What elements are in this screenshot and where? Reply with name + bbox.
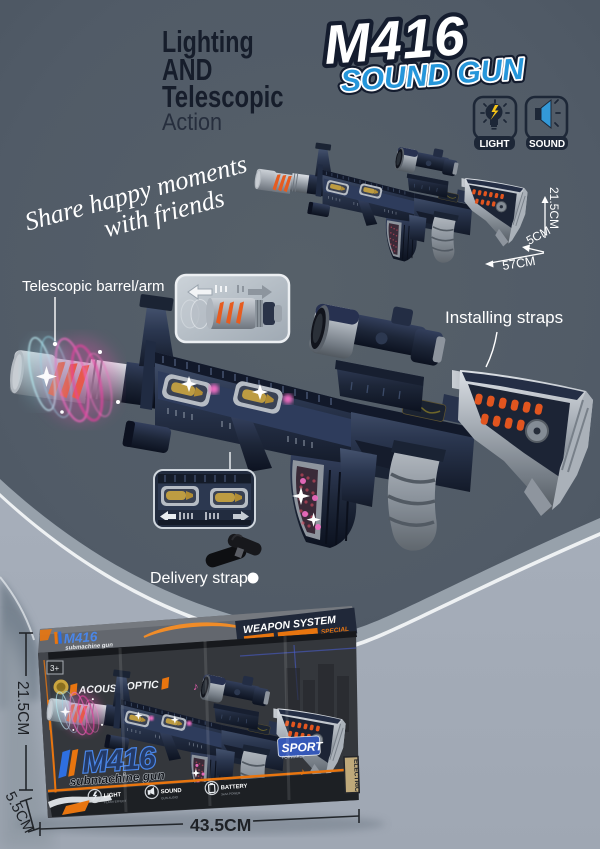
- svg-text:♪: ♪: [193, 681, 199, 693]
- svg-text:Delivery strap: Delivery strap: [150, 570, 248, 587]
- svg-text:Installing straps: Installing straps: [445, 308, 563, 327]
- svg-text:3+: 3+: [50, 664, 59, 673]
- svg-text:submachine gun: submachine gun: [65, 642, 113, 651]
- svg-text:LIGHT: LIGHT: [104, 792, 122, 799]
- svg-text:Lighting: Lighting: [162, 24, 254, 59]
- svg-text:21.5CM: 21.5CM: [547, 187, 561, 229]
- svg-text:43.5CM: 43.5CM: [190, 815, 251, 835]
- svg-text:OPTIC: OPTIC: [126, 679, 159, 693]
- svg-text:LIGHT: LIGHT: [480, 139, 510, 150]
- svg-text:FORWARD+: FORWARD+: [282, 754, 306, 760]
- svg-text:M416: M416: [322, 4, 468, 76]
- svg-text:M416: M416: [63, 629, 98, 646]
- svg-text:ELECTRIC: ELECTRIC: [352, 759, 360, 792]
- svg-text:AND: AND: [162, 52, 212, 87]
- svg-text:FLASH EFFECT: FLASH EFFECT: [104, 799, 127, 805]
- svg-text:GUN AUDIO: GUN AUDIO: [161, 795, 179, 800]
- svg-text:SOUND: SOUND: [529, 139, 565, 150]
- svg-text:SPORT: SPORT: [281, 739, 324, 755]
- svg-text:BATTERY: BATTERY: [221, 784, 248, 792]
- svg-text:ACOUST: ACOUST: [77, 682, 124, 696]
- svg-text:21.5CM: 21.5CM: [14, 681, 31, 735]
- svg-text:Telescopic: Telescopic: [162, 79, 284, 114]
- svg-text:Telescopic barrel/arm: Telescopic barrel/arm: [22, 278, 165, 295]
- svg-text:M416: M416: [322, 4, 468, 76]
- svg-text:M416: M416: [81, 742, 157, 780]
- svg-text:SOUND: SOUND: [161, 788, 182, 795]
- svg-text:3xAA POWER: 3xAA POWER: [221, 791, 241, 796]
- svg-text:Action: Action: [162, 108, 222, 135]
- svg-text:SPECIAL: SPECIAL: [320, 626, 349, 636]
